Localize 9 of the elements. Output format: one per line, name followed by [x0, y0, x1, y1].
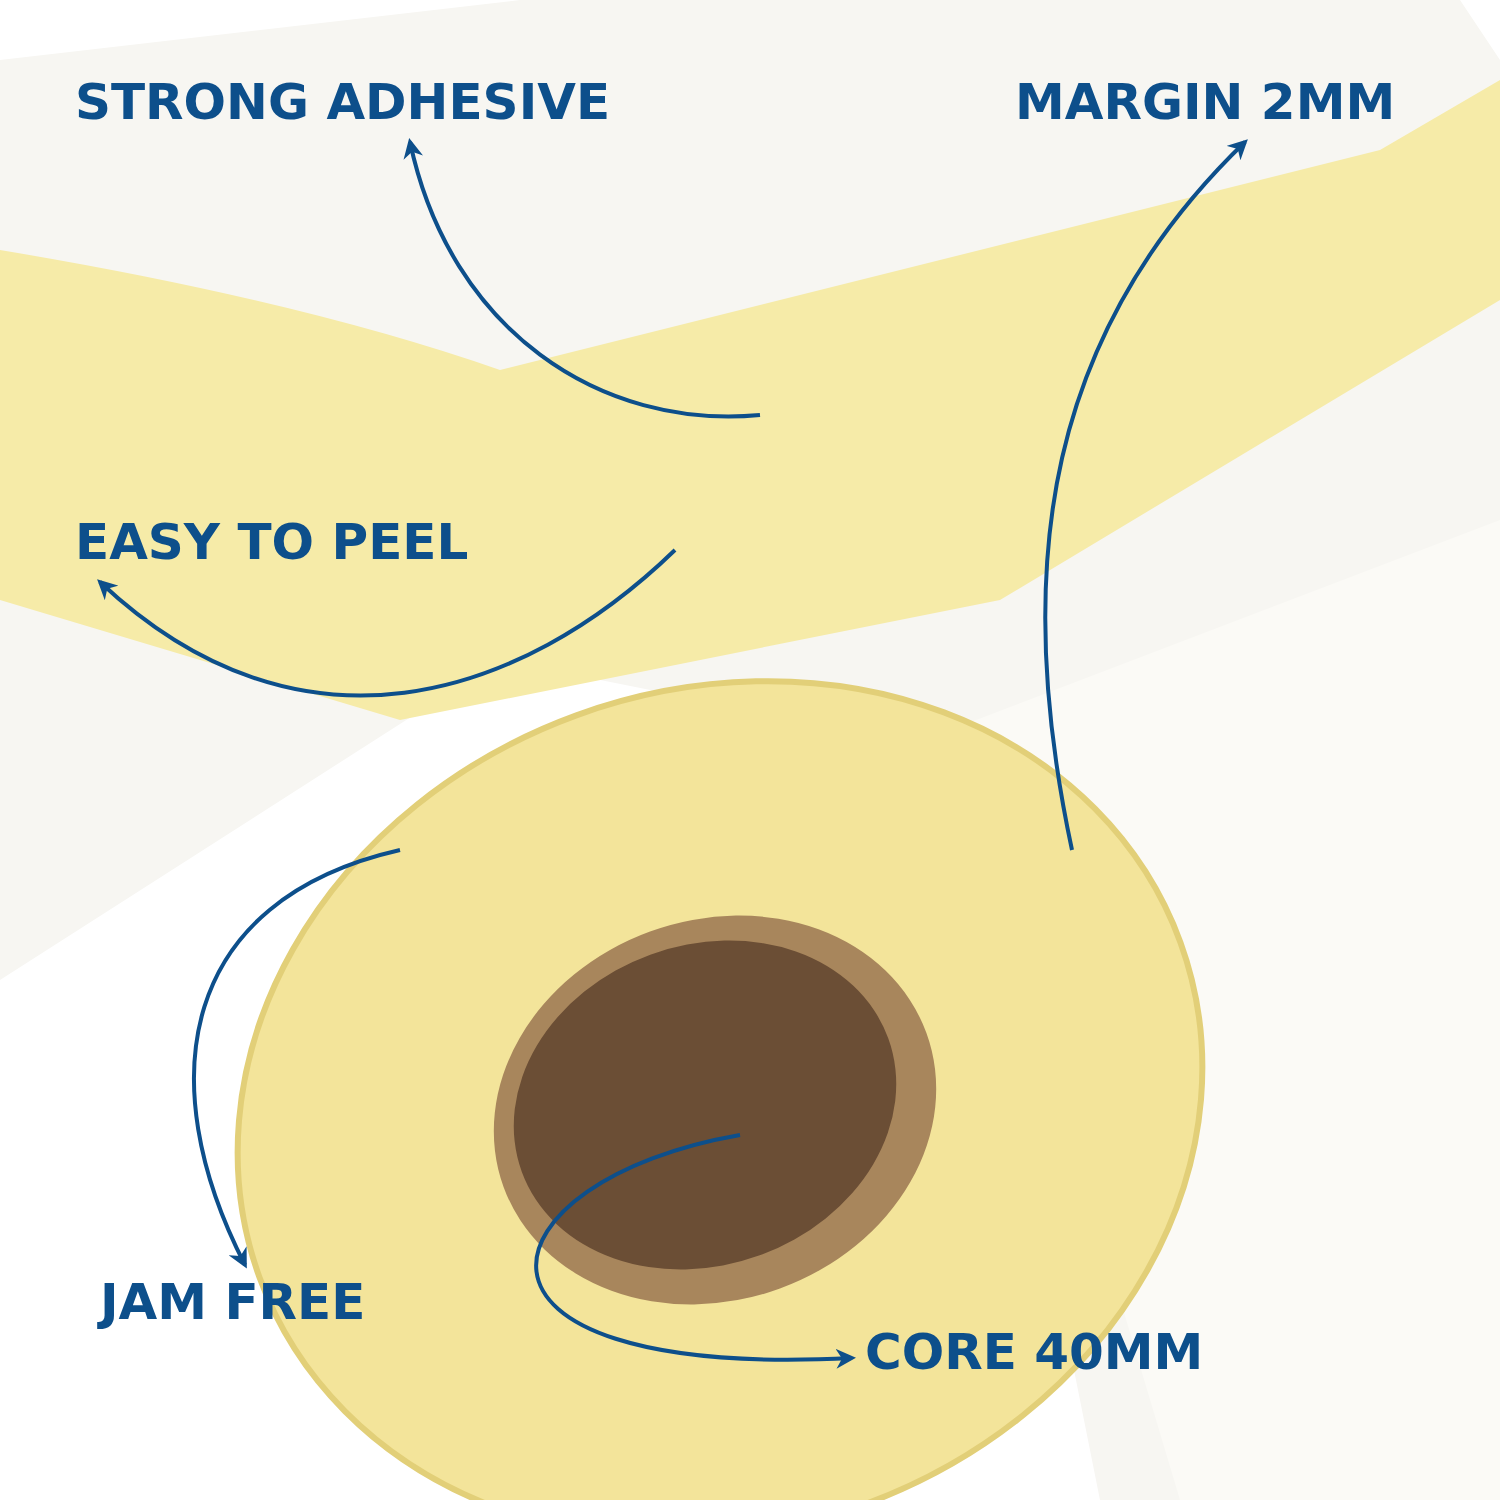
feature-label: CORE 40MM	[865, 1322, 1204, 1382]
leader-arrow	[404, 138, 761, 419]
feature-label: EASY TO PEEL	[75, 512, 469, 572]
leader-arrow	[192, 848, 401, 1269]
leader-arrow	[534, 1133, 856, 1369]
leader-arrow	[96, 548, 677, 698]
leader-arrow	[1043, 139, 1248, 851]
feature-label: MARGIN 2MM	[1015, 72, 1396, 132]
feature-label: STRONG ADHESIVE	[75, 72, 611, 132]
